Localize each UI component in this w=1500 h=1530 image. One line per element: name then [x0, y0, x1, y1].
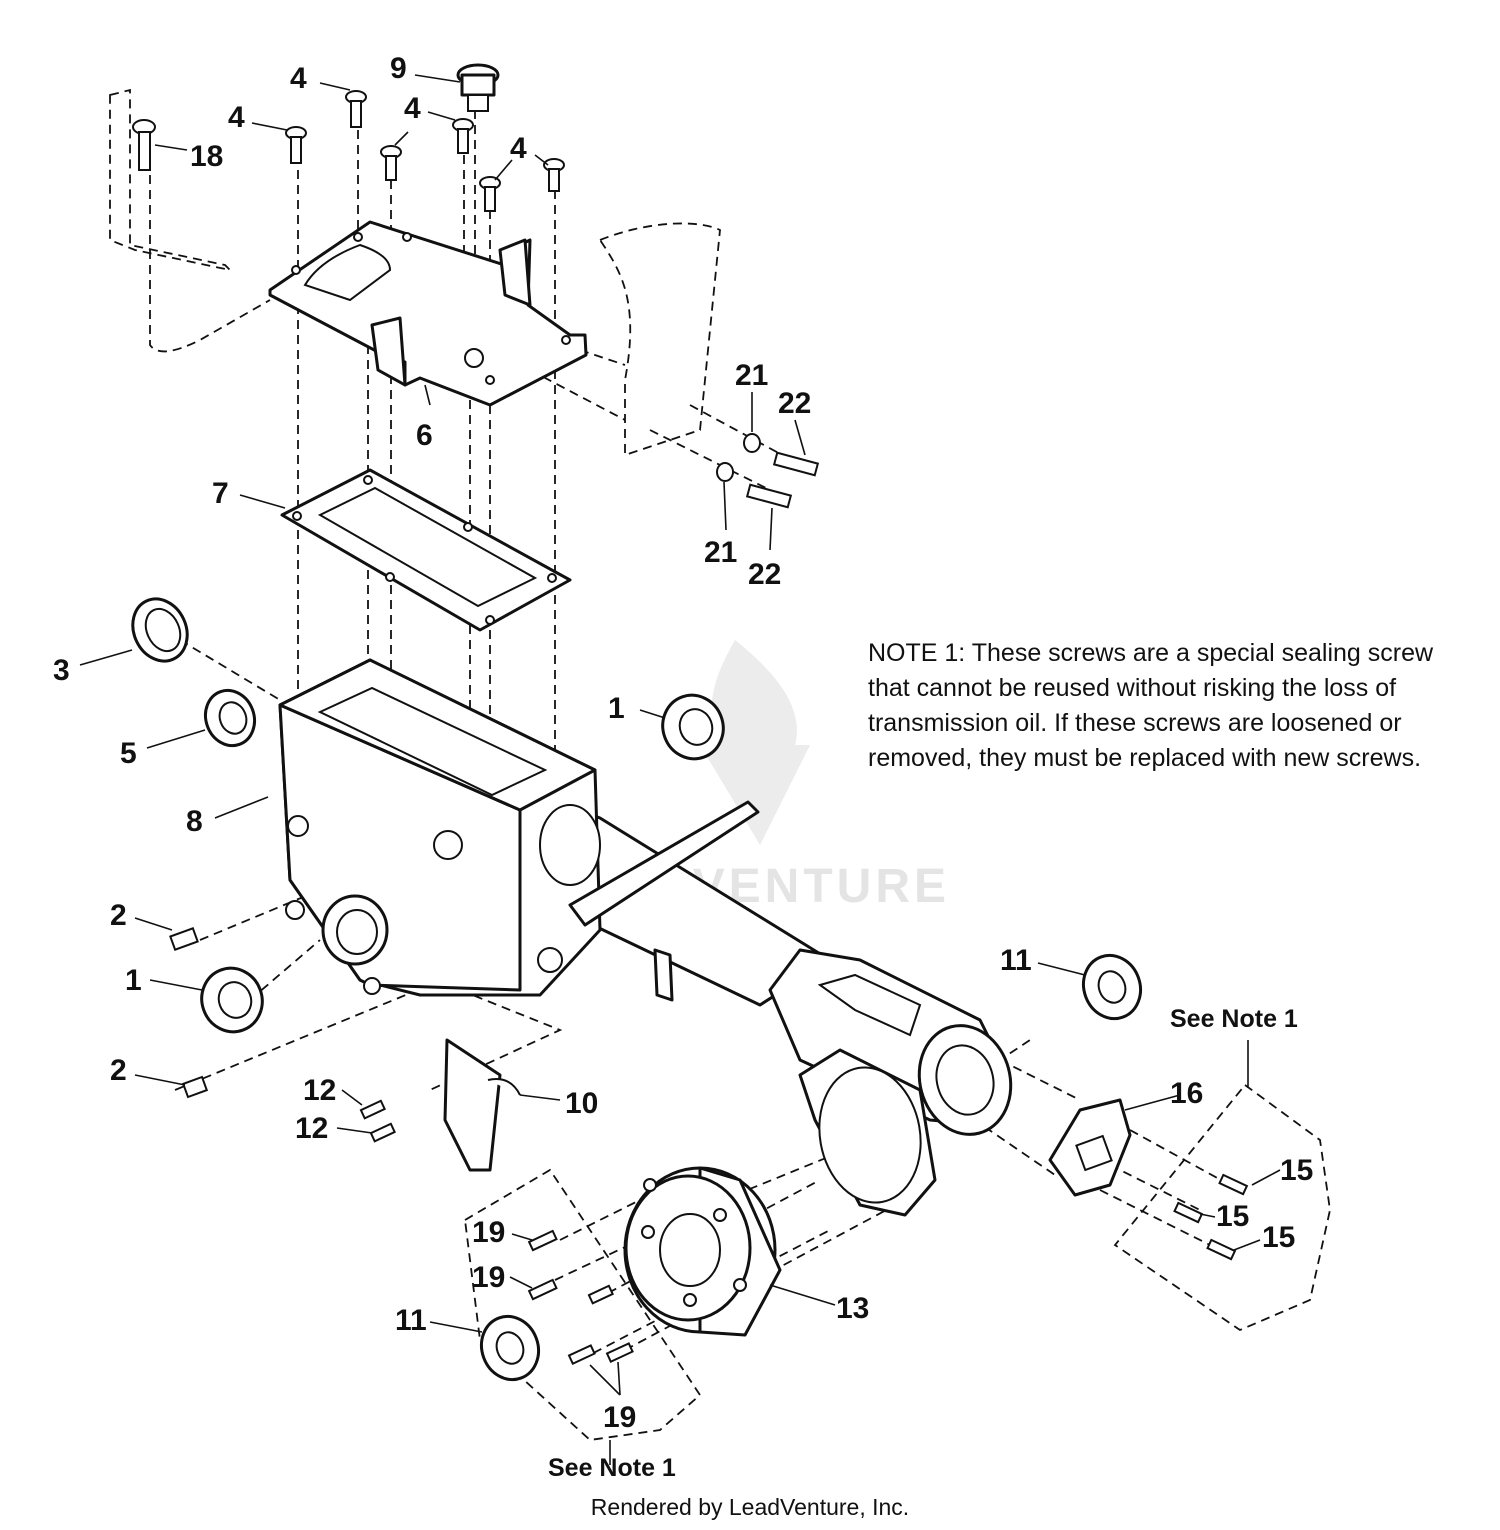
screw-4: [345, 90, 367, 128]
callout-label: 10: [565, 1087, 598, 1120]
callout-label: 2: [110, 1054, 127, 1087]
part-13-housing: [623, 1048, 937, 1337]
screw-4: [380, 145, 402, 181]
part-7-gasket: [280, 468, 572, 632]
callout-label: 4: [290, 62, 307, 95]
callout-label: 21: [735, 359, 768, 392]
callout-label: 18: [190, 140, 223, 173]
part-1-seal-right: [661, 693, 725, 761]
part-11-bushing-left: [480, 1314, 540, 1382]
callout-label: 5: [120, 737, 137, 770]
callout-label: 16: [1170, 1077, 1203, 1110]
part-10-bracket: [443, 1038, 521, 1172]
note-text: NOTE 1: These screws are a special seali…: [868, 639, 1434, 772]
callout-label: 2: [110, 899, 127, 932]
see-note-label-right: See Note 1: [1170, 1005, 1298, 1033]
small-fasteners: [169, 433, 1249, 1366]
see-note-label-bottom: See Note 1: [548, 1454, 676, 1482]
screw-4: [543, 158, 565, 192]
screw-4: [285, 126, 307, 164]
screws-top: [132, 90, 565, 212]
callout-label: 1: [125, 964, 142, 997]
callout-label: 15: [1280, 1154, 1313, 1187]
screw-4: [452, 118, 474, 154]
callout-label: 11: [1000, 944, 1032, 977]
callout-label: 12: [295, 1112, 328, 1145]
callout-label: 4: [510, 132, 527, 165]
part-5-bearing: [203, 688, 257, 748]
callout-label: 6: [416, 419, 433, 452]
callout-label: 11: [395, 1304, 427, 1337]
callout-label: 4: [228, 101, 245, 134]
part-11-bushing-right: [1082, 953, 1142, 1021]
screw-18: [132, 119, 156, 171]
part-1-seal-left: [200, 966, 264, 1034]
callout-label: 4: [404, 92, 421, 125]
callout-label: 22: [778, 387, 811, 420]
callout-label: 21: [704, 536, 737, 569]
part-9-breather-plug: [456, 63, 500, 112]
callout-label: 15: [1216, 1200, 1249, 1233]
callout-label: 19: [472, 1216, 505, 1249]
callout-label: 1: [608, 692, 625, 725]
part-16-plate: [1048, 1098, 1132, 1197]
callout-label: 22: [748, 558, 781, 591]
callout-label: 9: [390, 52, 407, 85]
part-8-transmission-housing: [278, 658, 832, 1007]
callout-label: 13: [836, 1292, 869, 1325]
axle-housing: [768, 948, 1013, 1136]
leader-lines: [79, 74, 1281, 1465]
callout-label: 15: [1262, 1221, 1295, 1254]
part-6-cover-plate: [268, 220, 588, 407]
callout-label: 3: [53, 654, 70, 687]
part-3-seal: [131, 597, 189, 663]
callout-label: 7: [212, 477, 229, 510]
callout-label: 19: [603, 1401, 636, 1434]
callout-labels: 4 9 4 4 18 4 4 6 7 21 22 21 22 3 5 1 8 2…: [53, 52, 1313, 1434]
callout-label: 8: [186, 805, 203, 838]
callout-label: 19: [472, 1261, 505, 1294]
footer-credit: Rendered by LeadVenture, Inc.: [590, 1494, 910, 1520]
screw-4: [479, 176, 501, 212]
callout-label: 12: [303, 1074, 336, 1107]
